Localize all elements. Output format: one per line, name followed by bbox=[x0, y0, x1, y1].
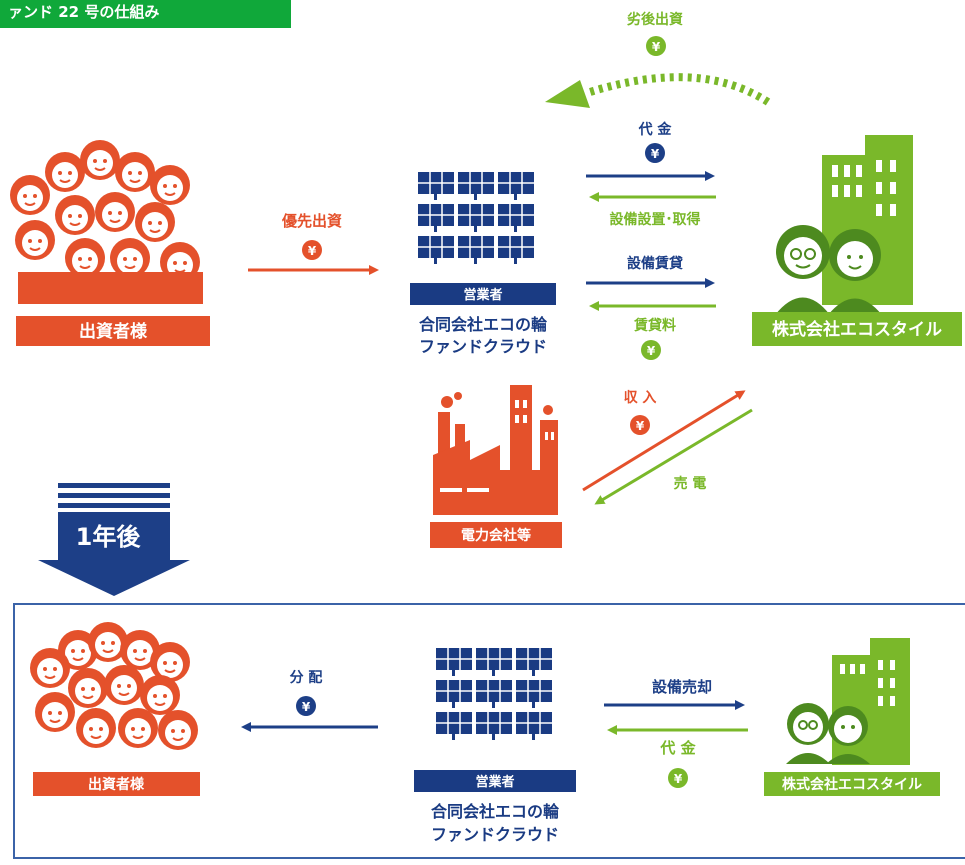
factory-icon bbox=[433, 385, 558, 515]
equipment-lease-label: 設備賃貸 bbox=[627, 255, 683, 272]
operator-role-box bbox=[414, 770, 576, 792]
distribution-label: 分 配 bbox=[290, 670, 323, 686]
preferred-investment-label: 優先出資 bbox=[281, 212, 342, 230]
svg-text:¥: ¥ bbox=[651, 147, 660, 161]
operator-name-bottom-line2: ファンドクラウド bbox=[431, 825, 559, 844]
power-company-label-box bbox=[430, 522, 562, 548]
company-label: 株式会社エコスタイル bbox=[772, 319, 942, 340]
company-staff-icon bbox=[786, 703, 870, 764]
one-year-later-label: 1年後 bbox=[76, 523, 142, 551]
company-label-box bbox=[752, 312, 962, 346]
operator-role-bottom: 営業者 bbox=[475, 774, 514, 790]
payment-label-bottom: 代 金 bbox=[659, 739, 696, 757]
company-building-icon bbox=[822, 135, 913, 305]
yen-coin-icon bbox=[630, 415, 650, 435]
svg-text:¥: ¥ bbox=[647, 344, 656, 358]
svg-text:¥: ¥ bbox=[636, 419, 645, 433]
yen-coin-icon bbox=[302, 240, 322, 260]
operator-role-box bbox=[410, 283, 556, 305]
header-banner bbox=[0, 0, 291, 28]
investor-label-bottom: 出資者様 bbox=[88, 776, 145, 793]
lease-fee-label: 賃貸料 bbox=[633, 317, 676, 334]
operator-role: 営業者 bbox=[463, 287, 502, 303]
investor-label: 出資者様 bbox=[79, 321, 148, 342]
investors-crowd-icon bbox=[29, 621, 199, 751]
yen-coin-icon bbox=[645, 143, 665, 163]
income-label: 収 入 bbox=[624, 389, 657, 406]
income-arrow bbox=[582, 390, 746, 492]
yen-coin-icon bbox=[641, 340, 661, 360]
power-company-label: 電力会社等 bbox=[461, 527, 531, 544]
subordinate-investment-arrow bbox=[588, 73, 771, 106]
svg-text:¥: ¥ bbox=[674, 772, 683, 786]
svg-text:¥: ¥ bbox=[652, 40, 661, 54]
investor-label-box bbox=[33, 772, 200, 796]
solar-panel-icon bbox=[435, 647, 553, 741]
subordinate-arrow-head bbox=[545, 80, 590, 108]
investor-label-box bbox=[16, 316, 210, 346]
yen-coin-symbol: ¥ bbox=[308, 244, 317, 258]
operator-name-bottom-line1: 合同会社エコの輪 bbox=[431, 802, 560, 821]
power-sale-arrow bbox=[594, 408, 753, 505]
company-label-bottom: 株式会社エコスタイル bbox=[782, 776, 922, 793]
investors-crowd-icon bbox=[9, 139, 203, 304]
equipment-install-label: 設備設置･取得 bbox=[610, 211, 701, 228]
equipment-sale-label: 設備売却 bbox=[652, 678, 712, 696]
company-building-icon bbox=[832, 638, 910, 765]
solar-panel-icon bbox=[417, 171, 535, 265]
yen-coin-icon bbox=[668, 768, 688, 788]
after-one-year-box bbox=[13, 603, 965, 859]
yen-coin-icon bbox=[646, 36, 666, 56]
yen-coin-icon bbox=[296, 696, 316, 716]
payment-label: 代 金 bbox=[638, 121, 673, 138]
company-staff-icon bbox=[775, 225, 882, 315]
company-label-box bbox=[764, 772, 940, 796]
subordinate-investment-label: 劣後出資 bbox=[627, 11, 683, 28]
power-sale-label: 売 電 bbox=[674, 475, 707, 492]
svg-text:¥: ¥ bbox=[302, 700, 311, 714]
operator-name-line1: 合同会社エコの輪 bbox=[419, 315, 548, 334]
header-banner-text: ァンド 22 号の仕組み bbox=[8, 3, 159, 21]
operator-name-line2: ファンドクラウド bbox=[419, 337, 547, 356]
one-year-later-arrow bbox=[38, 483, 190, 596]
